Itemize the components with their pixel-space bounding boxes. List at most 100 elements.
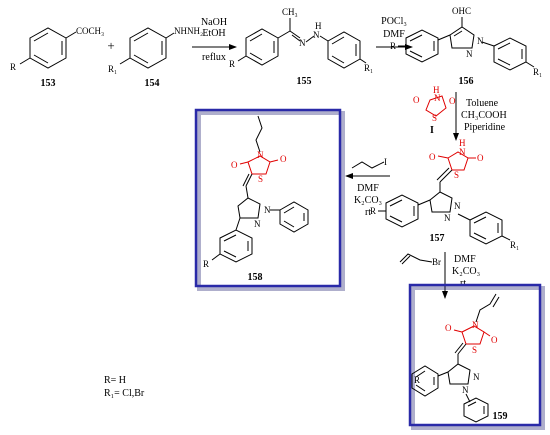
panel-shadow — [411, 286, 545, 430]
ring-double-bond — [249, 33, 263, 42]
tzd-o2-label: O — [449, 96, 456, 106]
r-bond — [237, 55, 247, 62]
c-aryl-bond — [437, 34, 451, 41]
tzd-o2-label: O — [491, 335, 498, 345]
compound-157: H N O O S N N R R₁ 157 — [370, 138, 519, 250]
compound-156: OHC N N R R₁ 156 — [390, 6, 542, 87]
allyl-chain — [399, 253, 433, 263]
n-aryl-bond — [319, 35, 329, 42]
reagent-dmf: DMF — [454, 254, 476, 265]
reagent-piperidine: Piperidine — [464, 122, 506, 133]
amine-h-label: H — [315, 21, 322, 31]
ring-double-bond — [389, 199, 403, 207]
compound-number-155: 155 — [297, 76, 312, 87]
tzd-c-o-bond — [239, 161, 249, 165]
imine-bond — [289, 30, 301, 39]
tzd-ring — [461, 325, 485, 345]
ring-double-bond — [223, 234, 237, 242]
r-label: R — [390, 41, 396, 51]
exocyclic-double-bond — [436, 167, 450, 181]
compound-154: NHNH₂ R₁ 154 — [108, 26, 203, 89]
ring-double-bond — [473, 216, 487, 224]
reagent-k2co3: K₂CO₃ — [354, 195, 382, 206]
bromide-label: Br — [432, 257, 441, 267]
legend-r1: R₁= Cl,Br — [104, 388, 145, 399]
reagent-naoh: NaOH — [201, 17, 227, 28]
compound-number-154: 154 — [145, 78, 160, 89]
methyl-label: CH₃ — [282, 7, 298, 17]
ring-double-bond — [33, 32, 49, 42]
imine-n-label: N — [299, 38, 306, 48]
benzene-ring-159 — [411, 365, 439, 397]
pyrazole-n2-label: N — [454, 201, 461, 211]
r-label: R — [203, 259, 209, 269]
benzene-ring-154 — [129, 27, 167, 69]
iodide-label: I — [384, 157, 387, 167]
hydrazine-bond — [165, 32, 175, 39]
exocyclic-double-bond — [242, 173, 250, 187]
reagent-reflux: reflux — [202, 52, 226, 63]
r1-label: R₁ — [108, 64, 117, 74]
c-aryl-bond — [277, 30, 291, 39]
exocyclic-bond — [457, 343, 467, 355]
ring-double-bond — [249, 52, 263, 61]
r-label: R — [10, 62, 16, 72]
n-n-bond — [305, 35, 315, 43]
tzd-n-label: N — [257, 150, 264, 160]
phenyl-ring-159 — [463, 397, 489, 423]
ring-double-bond — [133, 54, 149, 64]
tzd-s-label: S — [258, 174, 263, 184]
amine-n-label: N — [313, 30, 320, 40]
pyrazole-n2-label: N — [477, 36, 484, 46]
benzene-ring-156-right — [493, 37, 527, 71]
benzene-ring-158 — [219, 229, 253, 263]
pyrazole-ring-157 — [429, 191, 453, 213]
ring-double-bond — [473, 232, 487, 240]
compound-153: COCH₃ R 153 — [10, 26, 104, 89]
reagent-pocl3: POCl₃ — [381, 16, 407, 27]
tzd-h-label: H — [433, 85, 440, 95]
tzd-ring — [447, 151, 469, 171]
compound-number-158: 158 — [248, 272, 263, 283]
reagent-k2co3: K₂CO₃ — [452, 266, 480, 277]
n-aryl-bond — [457, 213, 471, 221]
reagent-tzd: H N O O S I — [413, 85, 456, 136]
phenyl-ring-158 — [279, 201, 309, 233]
ring-double-bond — [415, 384, 426, 392]
pyrazole-ring-159 — [447, 363, 471, 385]
tzd-o2-label: O — [280, 154, 287, 164]
allyl-chain — [475, 293, 497, 323]
benzene-ring-153 — [29, 27, 67, 69]
propyl-chain — [351, 161, 385, 169]
r-bond — [211, 253, 221, 261]
ring-double-bond — [223, 250, 237, 258]
r1-bond — [119, 57, 131, 65]
tzd-n-label: N — [434, 93, 441, 103]
compound-number-156: 156 — [459, 76, 474, 87]
pyrazole-n2-label: N — [473, 372, 480, 382]
tzd-o1-label: O — [231, 160, 238, 170]
exocyclic-bond — [245, 173, 253, 187]
pyrazole-n1-label: N — [254, 219, 261, 229]
pyrazole-double-bond — [453, 30, 463, 37]
panel-shadow — [197, 111, 345, 291]
ring-double-bond — [283, 206, 295, 214]
ring-double-bond — [331, 55, 345, 64]
compound-number-153: 153 — [41, 78, 56, 89]
r-label: R — [414, 375, 420, 385]
ring-double-bond — [283, 220, 295, 228]
benzene-ring-157-left — [385, 194, 419, 228]
ring-double-bond — [409, 34, 423, 42]
tzd-c-o-bond — [437, 155, 449, 159]
reagent-rt: rt — [365, 207, 371, 218]
r1-bond — [501, 235, 511, 241]
tzd-o1-label: O — [445, 323, 452, 333]
compound-158-panel: N O O S N N R 158 — [194, 108, 345, 291]
tzd-ring — [247, 155, 271, 175]
pyrazole-ring-158 — [237, 197, 261, 219]
ring-double-bond — [409, 50, 423, 58]
tzd-c-o-bond — [483, 331, 491, 337]
n-aryl-bond — [465, 393, 471, 403]
tzd-c-o-bond — [269, 159, 279, 163]
